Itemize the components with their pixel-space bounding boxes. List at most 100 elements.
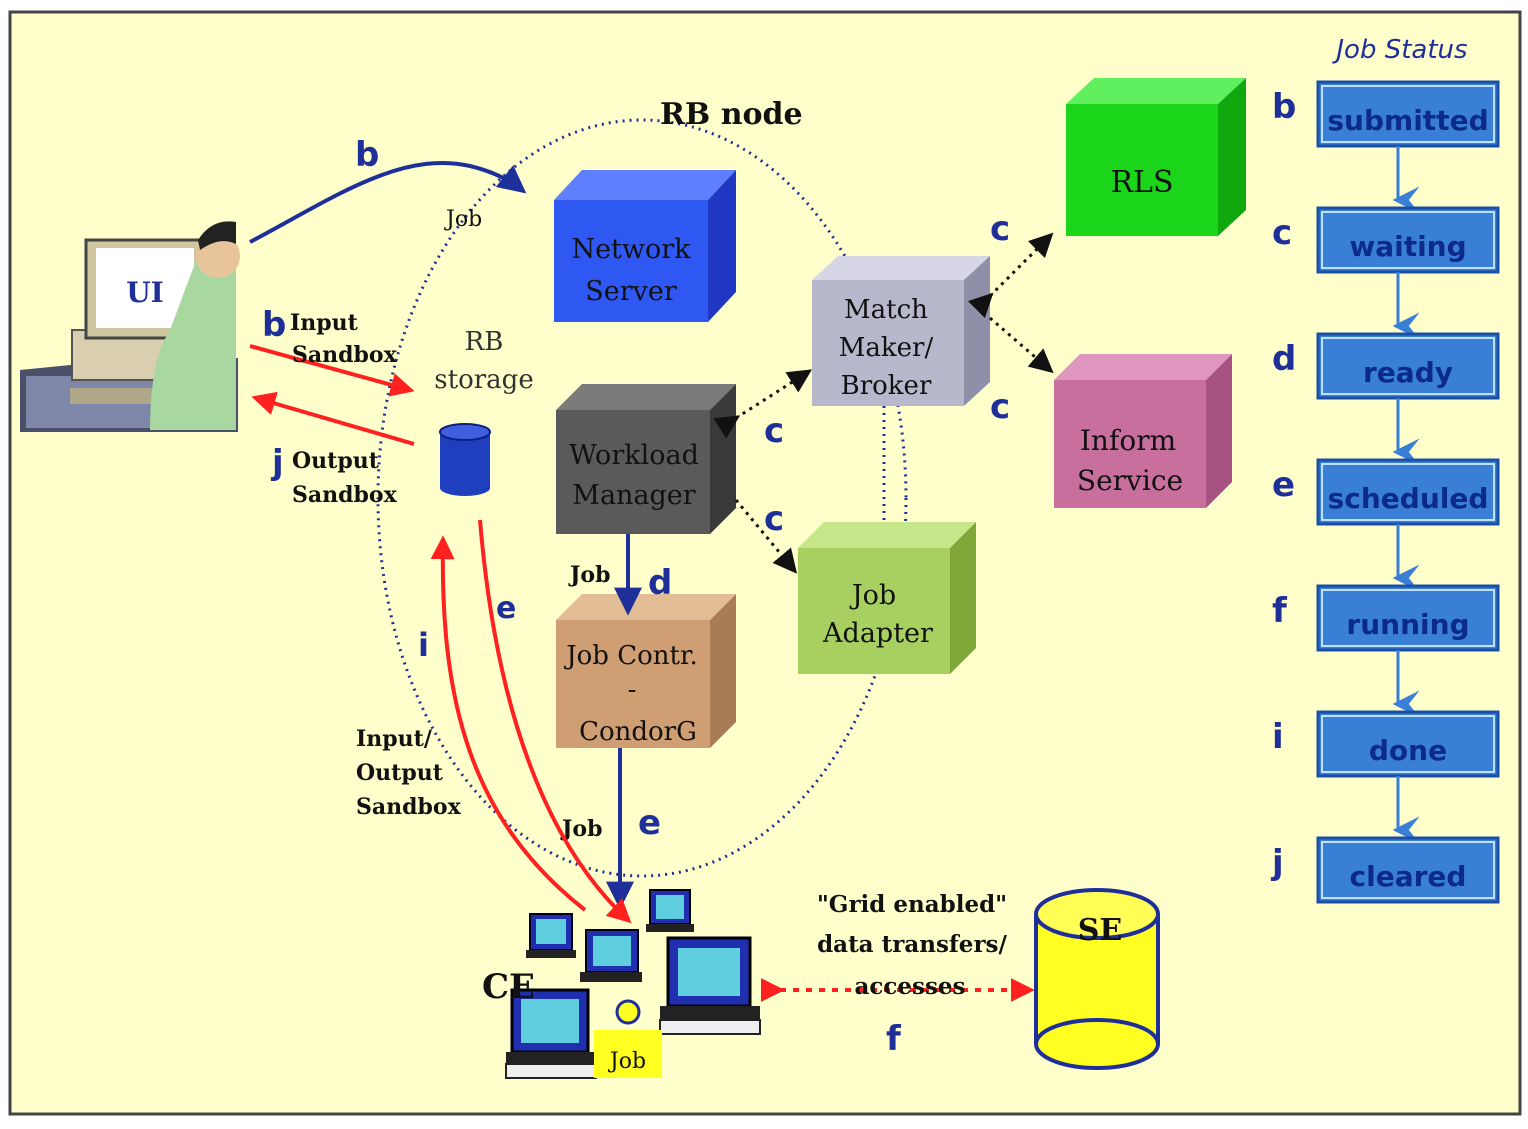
status-label: running (1346, 608, 1469, 641)
grid-transfer-line1: "Grid enabled" (817, 891, 1007, 918)
job-controller-line3: CondorG (579, 717, 697, 747)
status-letter: d (1272, 339, 1296, 379)
job-controller-line1: Job Contr. (563, 641, 698, 671)
inform-service-top (1054, 354, 1232, 380)
status-box (1316, 332, 1500, 400)
match-maker-line3: Broker (841, 371, 932, 401)
network-server-side (708, 170, 736, 322)
job-controller-box: Job Contr. - CondorG (556, 594, 736, 748)
status-box-inner (1321, 211, 1495, 269)
job-token-icon (615, 999, 641, 1025)
status-box (1316, 80, 1500, 148)
step-b-input: b (262, 305, 286, 345)
step-c-rls: c (990, 209, 1010, 249)
broker-rls-arrow (967, 232, 1054, 319)
status-box (1316, 206, 1500, 274)
grid-transfer-line3: accesses (854, 973, 965, 1000)
ui-label: UI (126, 276, 164, 309)
workload-manager-box: Workload Manager (556, 384, 736, 534)
status-label: submitted (1327, 104, 1488, 137)
inform-service-line1: Inform (1080, 424, 1176, 457)
job-controller-line2: - (628, 675, 637, 705)
status-step-running: f running (1272, 584, 1500, 718)
ce-storage-arrow (430, 535, 587, 912)
status-box (1316, 710, 1500, 778)
inform-service-front (1054, 380, 1206, 508)
broker-inform-arrow (989, 316, 1054, 374)
job-badge (594, 1030, 662, 1078)
status-box-inner (1321, 463, 1495, 521)
step-j-output: j (270, 443, 284, 483)
job-adapter-side (950, 522, 976, 674)
job-ce-label: Job (560, 816, 602, 842)
io-sandbox-line2: Output (356, 760, 444, 786)
io-sandbox-line3: Sandbox (356, 794, 462, 820)
rls-side (1218, 78, 1246, 236)
match-maker-line1: Match (844, 295, 928, 325)
status-label: scheduled (1328, 482, 1489, 515)
ce-computer-2 (580, 929, 642, 982)
status-box (1316, 584, 1500, 652)
submit-job-arrow (249, 160, 527, 244)
workload-manager-line1: Workload (569, 440, 699, 471)
input-sandbox-line1: Input (290, 310, 359, 336)
status-letter: e (1272, 465, 1295, 505)
match-maker-top (812, 256, 990, 280)
job-adapter-front (798, 548, 950, 674)
status-label: waiting (1349, 230, 1466, 263)
step-f-transfer: f (886, 1019, 902, 1059)
ui-workstation: UI (20, 221, 240, 432)
ce-computer-4 (659, 936, 761, 1035)
se-storage: SE (1034, 888, 1160, 1070)
job-adapter-line2: Adapter (822, 618, 933, 649)
network-server-front (554, 200, 708, 322)
status-label: cleared (1350, 860, 1467, 893)
ce-computer-5 (505, 988, 597, 1079)
job-controller-top (556, 594, 736, 620)
ce-computer-1 (526, 913, 576, 958)
job-adapter-top (798, 522, 976, 548)
job-wm-label: Job (568, 562, 610, 588)
ce-label: CE (482, 967, 535, 1007)
step-i-sandbox: i (418, 626, 429, 664)
io-sandbox-line1: Input/ (356, 726, 433, 752)
workload-manager-front (556, 410, 710, 534)
status-letter: f (1272, 591, 1288, 631)
step-c-adapter: c (764, 499, 784, 539)
status-box (1316, 458, 1500, 526)
match-maker-front (812, 280, 964, 406)
output-sandbox-arrow (251, 391, 415, 446)
match-maker-side (964, 256, 990, 406)
status-step-scheduled: e scheduled (1272, 458, 1500, 592)
input-sandbox-line2: Sandbox (292, 342, 398, 368)
storage-body (440, 432, 490, 488)
status-label: done (1369, 734, 1447, 767)
user-hair (198, 221, 236, 250)
storage-ce-arrow (478, 519, 632, 924)
network-server-box: Network Server (554, 170, 736, 322)
step-c-inform: c (990, 387, 1010, 427)
se-top (1034, 888, 1160, 940)
status-box-inner (1321, 715, 1495, 773)
step-d-job: d (648, 563, 672, 603)
diagram-frame (8, 10, 1522, 1116)
storage-top (439, 423, 491, 441)
se-bottom (1034, 1018, 1160, 1070)
workload-manager-side (710, 384, 736, 534)
storage-bottom (440, 480, 490, 496)
status-box-inner (1321, 337, 1495, 395)
step-e-storage: e (496, 591, 516, 626)
grid-transfer-line2: data transfers/ (817, 931, 1007, 958)
match-maker-box: Match Maker/ Broker (812, 256, 990, 406)
rls-box: RLS (1066, 78, 1246, 236)
output-sandbox-line1: Output (292, 448, 380, 474)
step-e-ce: e (638, 803, 661, 843)
inform-service-side (1206, 354, 1232, 508)
workload-manager-top (556, 384, 736, 410)
status-box-inner (1321, 841, 1495, 899)
